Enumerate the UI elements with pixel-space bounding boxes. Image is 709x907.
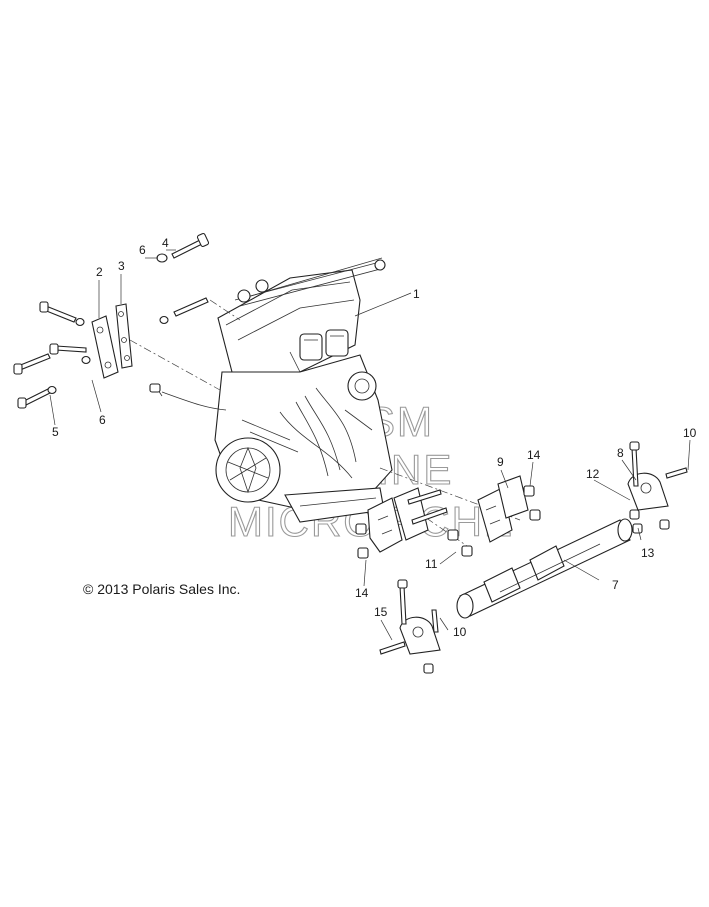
callout-2: 2 xyxy=(96,265,103,279)
callout-13: 13 xyxy=(641,546,655,560)
callout-4: 4 xyxy=(162,236,169,250)
callout-3: 3 xyxy=(118,259,125,273)
callout-6-left: 6 xyxy=(99,413,106,427)
copyright-notice: © 2013 Polaris Sales Inc. xyxy=(83,581,240,597)
mount-plate-3 xyxy=(115,303,133,369)
callout-14-right: 14 xyxy=(527,448,541,462)
callout-15: 15 xyxy=(374,605,388,619)
callout-5: 5 xyxy=(52,425,59,439)
leader-lines xyxy=(49,249,691,641)
callout-7: 7 xyxy=(612,578,619,592)
mount-shaft-7 xyxy=(456,518,633,619)
lower-engine-mount-15 xyxy=(379,579,441,655)
engine-assembly xyxy=(149,257,393,523)
callout-12: 12 xyxy=(586,467,600,481)
callout-10-right: 10 xyxy=(683,426,697,440)
engine-bracket-left xyxy=(91,315,119,379)
callout-14-left: 14 xyxy=(355,586,369,600)
callout-9: 9 xyxy=(497,455,504,469)
callout-8: 8 xyxy=(617,446,624,460)
callout-1: 1 xyxy=(413,287,420,301)
bolts-and-washers xyxy=(13,232,210,409)
callout-11: 11 xyxy=(425,557,438,571)
right-engine-mount-8 xyxy=(627,441,688,511)
callout-10-lower: 10 xyxy=(453,625,467,639)
callout-6-top: 6 xyxy=(139,243,146,257)
callouts: 1 2 3 4 5 6 6 7 8 9 10 10 11 12 13 14 14… xyxy=(52,236,697,639)
